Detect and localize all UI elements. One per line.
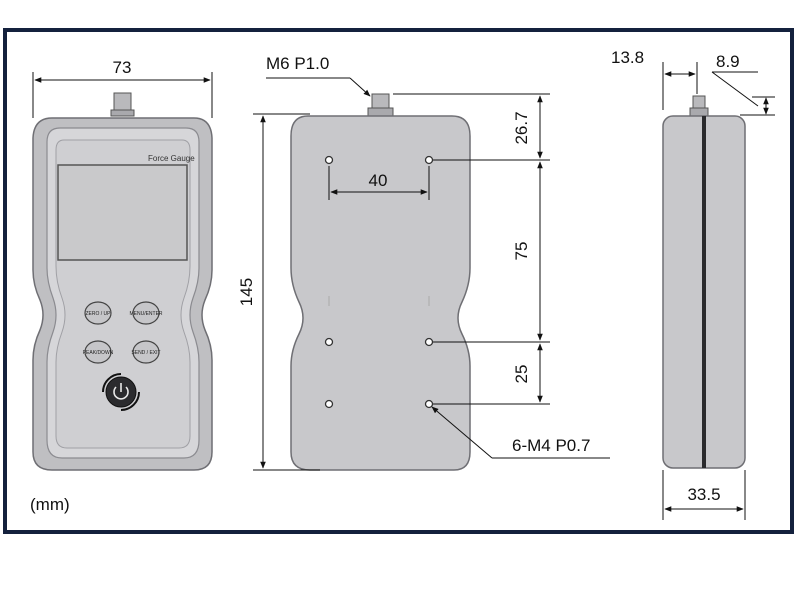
side-view <box>662 95 746 469</box>
button-zero-up[interactable]: ZERO / UP <box>84 301 112 325</box>
power-button[interactable] <box>102 373 140 411</box>
mount-hole <box>324 337 334 347</box>
dim-top-offset: 26.7 <box>512 95 543 159</box>
dim-side-step-label: 8.9 <box>716 52 740 71</box>
button-send-exit[interactable]: SEND / EXIT <box>131 340 161 364</box>
dim-hole-spacing-h: 40 <box>328 166 430 200</box>
button-menu-enter[interactable]: MENU/ENTER <box>129 301 163 325</box>
button-peak-down[interactable]: PEAK/DOWN <box>83 340 114 364</box>
mount-hole <box>424 155 434 165</box>
dim-mount-holes-label: 6-M4 P0.7 <box>512 436 590 455</box>
power-icon <box>113 383 129 400</box>
mount-hole <box>324 155 334 165</box>
display-screen <box>57 164 188 261</box>
dim-hole-spacing-v1-label: 75 <box>512 242 531 261</box>
front-view: Force Gauge ZERO / UP MENU/ENTER PEAK/DO… <box>32 92 213 471</box>
dim-height-label: 145 <box>237 278 256 306</box>
dim-connector-thread: M6 P1.0 <box>266 54 371 97</box>
dim-connector-thread-label: M6 P1.0 <box>266 54 329 73</box>
units-label: (mm) <box>30 495 70 514</box>
dim-hole-spacing-v2: 25 <box>512 343 543 403</box>
dim-hole-spacing-v1: 75 <box>512 161 543 341</box>
side-seam <box>702 116 706 468</box>
back-view <box>290 93 471 471</box>
dim-height: 145 <box>237 113 320 471</box>
dim-side-step: 8.9 <box>711 52 775 116</box>
dim-top-offset-label: 26.7 <box>512 111 531 144</box>
dim-side-offset: 13.8 <box>611 48 698 110</box>
mount-hole <box>424 399 434 409</box>
button-menu-enter-label: MENU/ENTER <box>129 311 162 317</box>
button-peak-down-label: PEAK/DOWN <box>83 350 114 356</box>
mount-hole <box>424 337 434 347</box>
button-zero-up-label: ZERO / UP <box>85 311 111 317</box>
mount-hole <box>324 399 334 409</box>
button-send-exit-label: SEND / EXIT <box>131 350 160 356</box>
back-body <box>290 115 471 471</box>
dim-mount-holes: 6-M4 P0.7 <box>431 406 610 459</box>
dim-depth-label: 33.5 <box>687 485 720 504</box>
dim-depth: 33.5 <box>662 470 746 520</box>
dim-hole-spacing-v2-label: 25 <box>512 365 531 384</box>
dim-width-label: 73 <box>113 58 132 77</box>
brand-label: Force Gauge <box>148 154 195 163</box>
dim-width: 73 <box>32 58 213 118</box>
dim-side-offset-label: 13.8 <box>611 48 644 67</box>
dim-hole-spacing-h-label: 40 <box>369 171 388 190</box>
